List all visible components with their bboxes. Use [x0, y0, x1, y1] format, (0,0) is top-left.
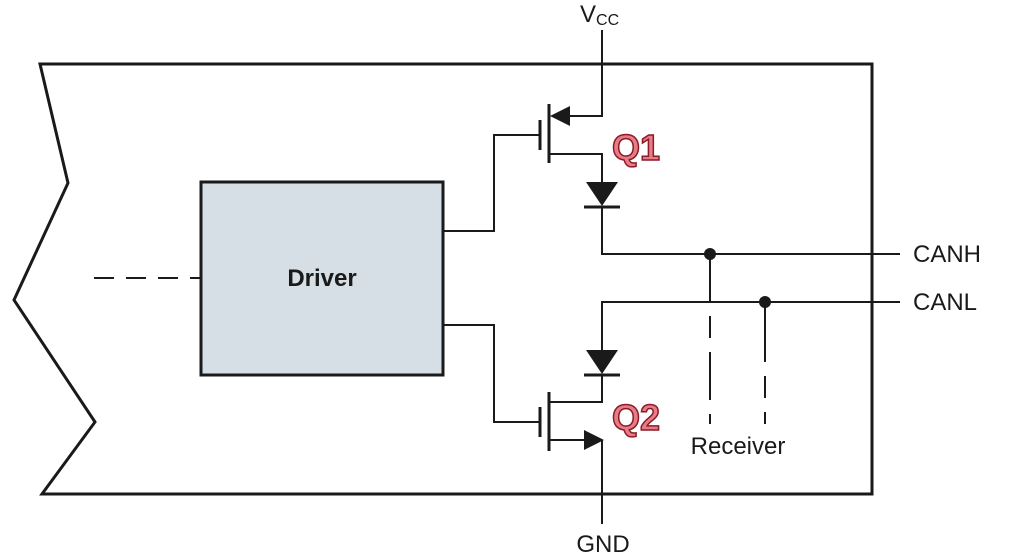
diode-d2 [549, 350, 620, 403]
q2-label: Q2 [612, 397, 660, 438]
q2-arrow [584, 430, 604, 450]
q1-gate-wire [443, 134, 540, 232]
q2-gate-wire [443, 324, 540, 423]
vcc-wire [560, 30, 603, 117]
receiver-label: Receiver [691, 433, 786, 460]
driver-label: Driver [287, 265, 356, 292]
vcc-label: VCC [580, 1, 619, 29]
q1-arrow [550, 106, 570, 126]
canh-label: CANH [913, 241, 981, 268]
gnd-label: GND [576, 531, 629, 558]
canl-label: CANL [913, 289, 977, 316]
q1-label: Q1 [612, 127, 660, 168]
q2-transistor [538, 392, 604, 524]
canl-wire [601, 301, 900, 350]
diode-d1 [584, 182, 900, 255]
q1-transistor [538, 104, 603, 182]
chip-outline [12, 62, 874, 496]
driver-block [199, 180, 445, 377]
